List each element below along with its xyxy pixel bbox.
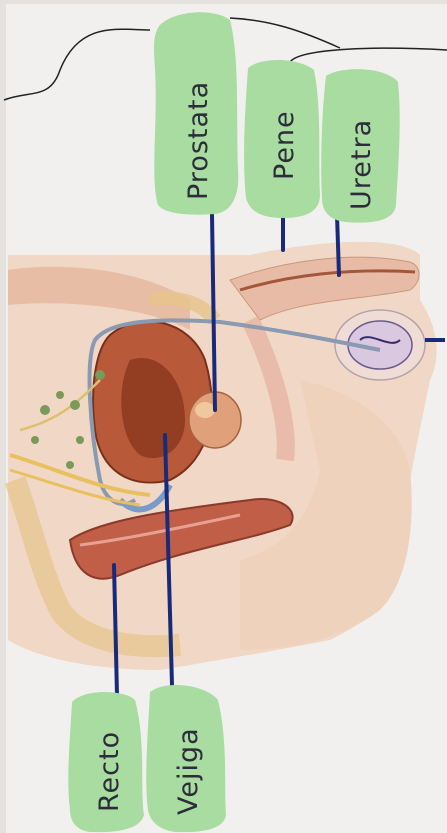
recto-label: Recto (94, 731, 125, 812)
prostata-label: Prostata (183, 81, 214, 200)
uretra-label: Uretra (346, 119, 377, 210)
prostate-highlight (195, 402, 215, 418)
pene-label: Pene (269, 110, 300, 180)
vejiga-label: Vejiga (173, 727, 204, 815)
uretra-pointer (337, 215, 339, 275)
